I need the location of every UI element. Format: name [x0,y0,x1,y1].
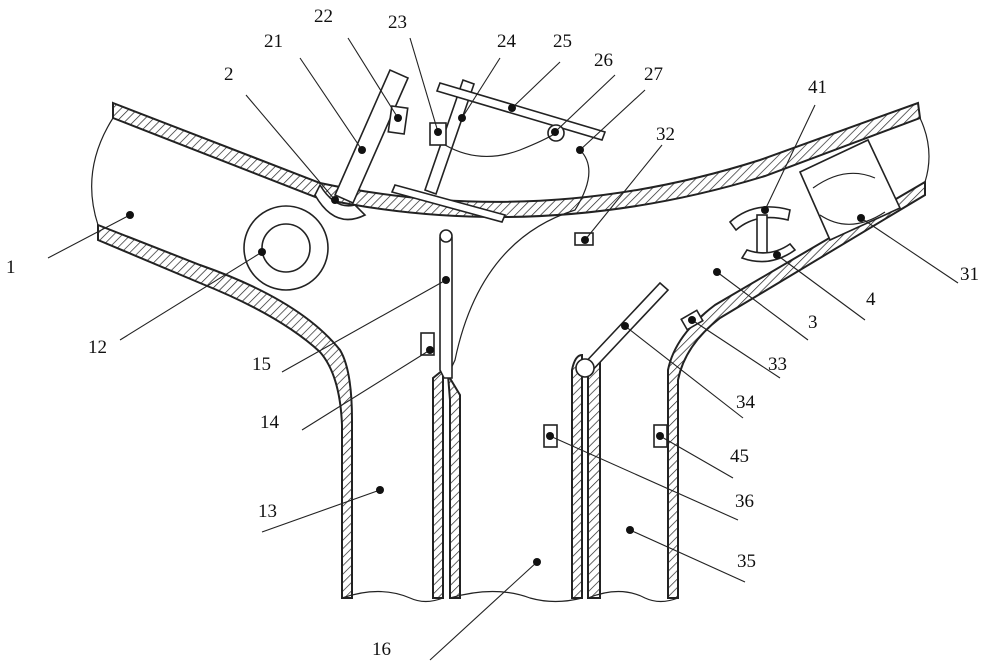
label-16: 16 [372,639,391,660]
lower-left-wall [97,223,353,599]
upper-wall [112,101,922,219]
break-line-35 [587,590,679,603]
box-31 [798,138,902,242]
label-23: 23 [388,12,407,33]
flap-34-pivot [575,358,595,378]
clamp-41-upper [728,206,791,232]
left-inner-wall [432,367,444,599]
flap-15-pivot [439,229,453,243]
leaders [47,37,959,661]
center-left-wall [447,374,461,599]
wire-27 [447,149,590,376]
plate-lower [390,184,507,223]
right-branch-edge [919,117,930,183]
label-15: 15 [252,354,271,375]
label-45: 45 [730,446,749,467]
plate-25 [435,82,607,141]
label-36: 36 [735,491,754,512]
label-13: 13 [258,501,277,522]
label-31: 31 [960,264,979,285]
arm-24 [423,78,476,196]
label-33: 33 [768,354,787,375]
label-35: 35 [737,551,756,572]
label-12: 12 [88,337,107,358]
arm-21 [333,68,410,205]
label-41: 41 [808,77,827,98]
break-line-13 [341,590,444,603]
label-24: 24 [497,31,517,52]
lower-right-wall [667,180,926,599]
wire-26 [444,132,557,158]
label-21: 21 [264,31,283,52]
label-3: 3 [808,312,818,333]
label-25: 25 [553,31,572,52]
label-32: 32 [656,124,675,145]
box-31-arc [812,172,886,225]
label-34: 34 [736,392,756,413]
center-right-wall [571,353,583,599]
label-27: 27 [644,64,663,85]
roller-inner [261,223,311,273]
label-22: 22 [314,6,333,27]
label-14: 14 [260,412,280,433]
right-inner-wall [587,356,601,599]
clamp-4-lower [740,242,797,263]
flap-15 [439,237,453,379]
clamp-41-stem [756,214,768,254]
channel-left-edge [91,117,114,226]
label-2: 2 [224,64,234,85]
label-26: 26 [594,50,613,71]
label-4: 4 [866,289,876,310]
break-line-16 [449,590,583,603]
label-1: 1 [6,257,16,278]
